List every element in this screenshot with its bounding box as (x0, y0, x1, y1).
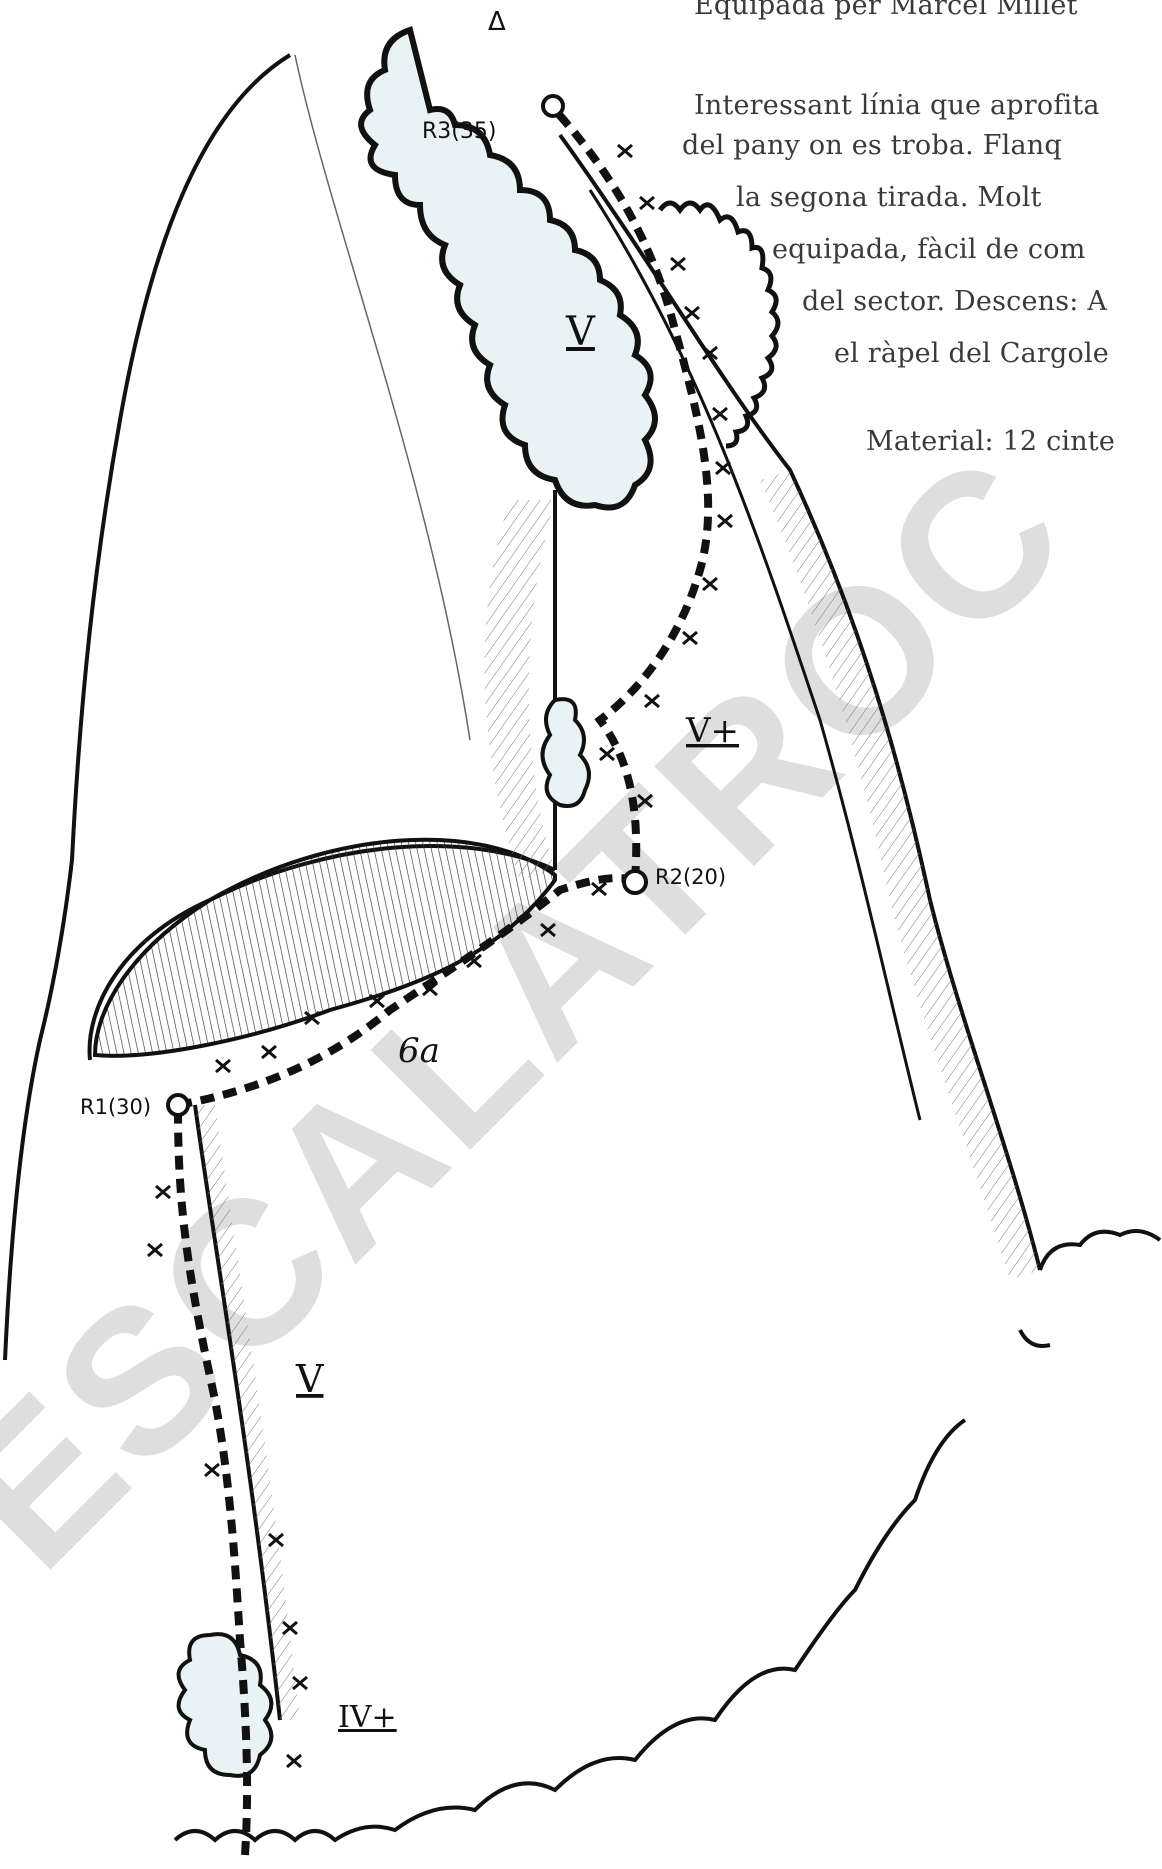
top-marker: Δ (488, 7, 506, 37)
description-line-5: del sector. Descens: A (802, 284, 1107, 320)
equipped-by: Equipada per Marcel Millet (694, 0, 1078, 24)
material-line: Material: 12 cinte (866, 424, 1115, 460)
bush-bottom (179, 1634, 272, 1776)
description-line-2: del pany on es troba. Flanq (682, 128, 1062, 164)
description-line-3: la segona tirada. Molt (736, 180, 1042, 216)
grade-pitch-3: V+ (685, 711, 739, 751)
grade-pitch-2: 6a (398, 1031, 440, 1071)
grade-pitch-1-upper: V (295, 1357, 324, 1401)
grade-pitch-3-upper: V (565, 309, 596, 355)
belay-r1-ring (168, 1095, 188, 1115)
belay-r1-label: R1(30) (80, 1095, 151, 1119)
grade-pitch-1: IV+ (338, 1700, 397, 1735)
bush-right (1020, 1231, 1160, 1346)
description-line-4: equipada, fàcil de com (772, 232, 1086, 268)
description-line-1: Interessant línia que aprofita (694, 88, 1100, 124)
bush-small (543, 699, 590, 806)
bush-top (361, 30, 655, 508)
belay-r2-ring (624, 871, 646, 893)
belay-r3-ring (543, 96, 563, 116)
belay-r3-label: R3(35) (422, 119, 496, 144)
description-line-6: el ràpel del Cargole (834, 336, 1109, 372)
belay-r2-label: R2(20) (655, 865, 726, 889)
